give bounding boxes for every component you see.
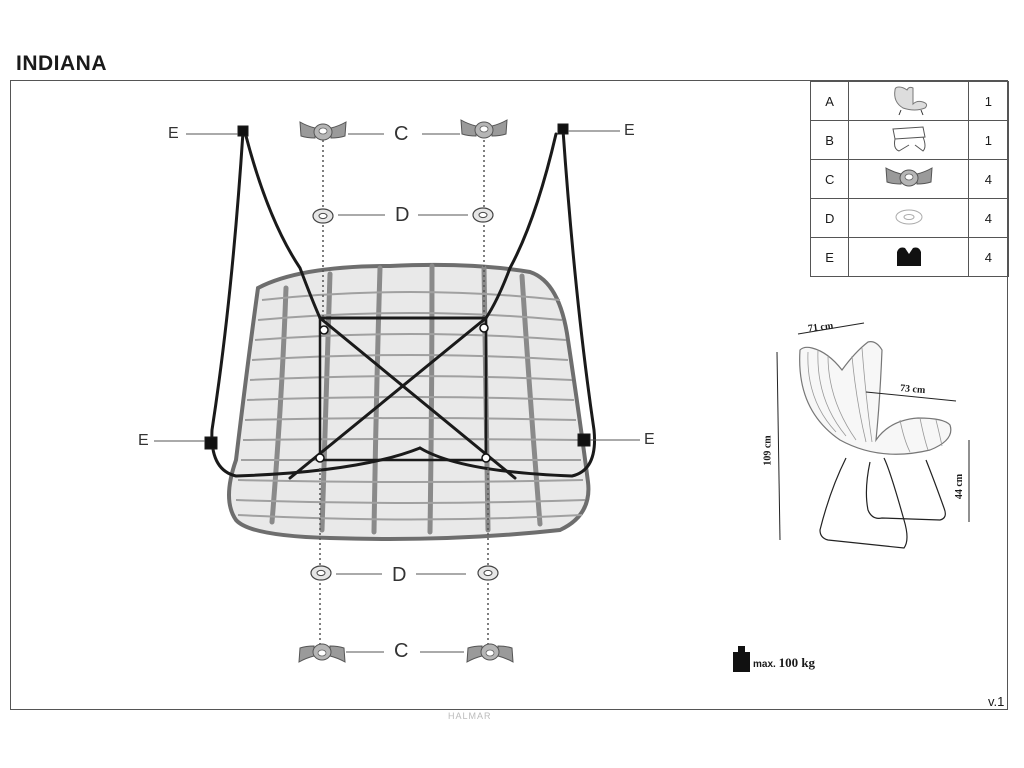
wing-nut-bottom-left — [298, 643, 346, 663]
wing-nut-top-right — [460, 119, 508, 139]
part-qty: 4 — [967, 159, 1010, 199]
weight-icon — [733, 646, 750, 672]
label-d-top: D — [395, 204, 410, 226]
parts-row-e: E 4 — [809, 237, 1010, 277]
washer-bottom-left — [310, 565, 332, 581]
drawing-frame — [10, 80, 1008, 710]
part-letter: C — [809, 159, 850, 199]
washer-icon — [848, 198, 969, 238]
wing-nut-bottom-right — [466, 643, 514, 663]
document-title: INDIANA — [16, 52, 107, 75]
part-letter: E — [809, 237, 850, 277]
parts-list-table: A 1 B 1 C 4 D 4 — [809, 81, 1010, 277]
label-e-top-right: E — [624, 122, 635, 139]
label-e-mid-right: E — [644, 431, 655, 448]
foot-cap-mid-right — [577, 433, 591, 447]
callout-leaders — [154, 130, 640, 653]
max-load-label: max. 100 kg — [753, 655, 815, 671]
parts-row-a: A 1 — [809, 81, 1010, 121]
dimension-seat-height-label: 44 cm — [954, 473, 966, 500]
dimension-lines — [776, 322, 970, 541]
bolt-axis-lines — [319, 140, 489, 650]
dimension-depth-label: 73 cm — [899, 382, 926, 397]
part-letter: B — [809, 120, 850, 160]
wing-nut-icon — [848, 159, 969, 199]
washer-top-right — [472, 207, 494, 223]
washer-top-left — [312, 208, 334, 224]
part-letter: A — [809, 81, 850, 121]
wing-nut-top-left — [299, 121, 347, 141]
footer-brand-text: HALMAR — [448, 711, 492, 721]
max-load-value: 100 kg — [778, 655, 816, 670]
dimension-chair-view — [799, 341, 952, 549]
part-letter: D — [809, 198, 850, 238]
label-e-mid-left: E — [138, 432, 149, 449]
parts-row-d: D 4 — [809, 198, 1010, 238]
washer-bottom-right — [477, 565, 499, 581]
version-label: v.1 — [988, 694, 1005, 709]
parts-row-b: B 1 — [809, 120, 1010, 160]
part-qty: 1 — [967, 81, 1010, 121]
foot-cap-top-left — [237, 125, 249, 137]
max-load-prefix: max. — [753, 659, 776, 670]
foot-cap-top-right — [557, 123, 569, 135]
foot-cap-icon — [848, 237, 969, 277]
foot-cap-mid-left — [204, 436, 218, 450]
rattan-seat-icon — [848, 81, 969, 121]
label-c-bottom: C — [394, 640, 409, 662]
label-e-top-left: E — [168, 125, 179, 142]
label-d-bottom: D — [392, 564, 407, 586]
part-qty: 4 — [967, 198, 1010, 238]
part-qty: 4 — [967, 237, 1010, 277]
rattan-seat-shell — [227, 262, 591, 541]
dimension-height-label: 109 cm — [762, 435, 774, 466]
label-c-top: C — [394, 123, 409, 145]
metal-frame — [204, 123, 597, 480]
parts-row-c: C 4 — [809, 159, 1010, 199]
metal-frame-icon — [848, 120, 969, 160]
part-qty: 1 — [967, 120, 1010, 160]
